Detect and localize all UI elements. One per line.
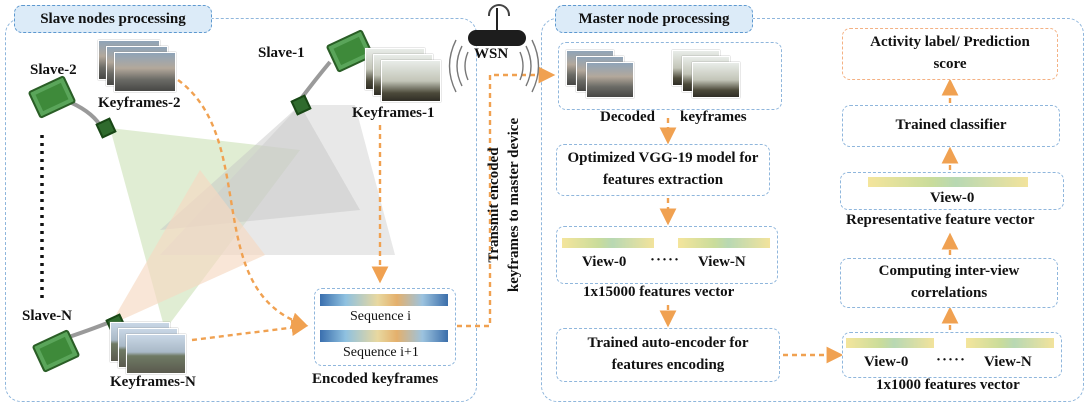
slave-1-label: Slave-1 bbox=[258, 45, 305, 61]
wsn-antenna-signal-icon bbox=[488, 4, 510, 16]
keyframes-n-image-3 bbox=[126, 334, 186, 374]
transmit-line-1: Transmit encoded bbox=[485, 147, 502, 263]
fov-orange bbox=[110, 170, 265, 325]
features-1000-view-0: View-0 bbox=[864, 354, 909, 370]
features-15000-view-n: View-N bbox=[698, 254, 746, 270]
vgg-box: Optimized VGG-19 model for features extr… bbox=[556, 144, 770, 196]
features-15000-box bbox=[556, 226, 778, 284]
slave-panel-title: Slave nodes processing bbox=[14, 5, 212, 33]
classifier-box: Trained classifier bbox=[842, 105, 1060, 147]
decoded-image-6 bbox=[692, 62, 740, 98]
features-15000-caption: 1x15000 features vector bbox=[583, 284, 735, 300]
keyframes-2-label: Keyframes-2 bbox=[98, 95, 181, 111]
arrow-keyframes2-to-encoded bbox=[177, 79, 309, 329]
arrow-keyframesN-to-encoded bbox=[191, 319, 309, 342]
sequence-i-bar bbox=[320, 294, 448, 306]
representative-view-0: View-0 bbox=[930, 190, 975, 206]
features-1000-bar-view-n bbox=[966, 338, 1054, 348]
wsn-antenna-icon bbox=[496, 8, 498, 32]
features-15000-bar-view-n bbox=[678, 238, 770, 248]
master-panel-title: Master node processing bbox=[555, 5, 753, 33]
correlation-box: Computing inter-view correlations bbox=[840, 258, 1058, 308]
features-1000-caption: 1x1000 features vector bbox=[876, 377, 1020, 393]
representative-caption: Representative feature vector bbox=[846, 212, 1035, 228]
slave-n-label: Slave-N bbox=[22, 308, 72, 324]
features-1000-ellipsis: ····· bbox=[936, 352, 967, 368]
slave-panel bbox=[5, 18, 477, 402]
output-box: Activity label/ Prediction score bbox=[842, 28, 1058, 80]
features-15000-ellipsis: ····· bbox=[650, 252, 681, 268]
encoded-keyframes-caption: Encoded keyframes bbox=[312, 371, 439, 387]
slave-2-label: Slave-2 bbox=[30, 62, 77, 78]
sequence-i1-bar bbox=[320, 330, 448, 342]
decoded-word-1: Decoded bbox=[600, 109, 655, 125]
sequence-i-label: Sequence i bbox=[350, 309, 412, 324]
features-15000-view-0: View-0 bbox=[582, 254, 627, 270]
wsn-label: WSN bbox=[474, 46, 509, 62]
autoencoder-box: Trained auto-encoder for features encodi… bbox=[556, 328, 780, 382]
keyframes-1-image-3 bbox=[381, 60, 441, 102]
representative-bar bbox=[868, 177, 1028, 187]
keyframes-n-label: Keyframes-N bbox=[110, 374, 196, 390]
keyframes-1-label: Keyframes-1 bbox=[352, 105, 435, 121]
sequence-i1-label: Sequence i+1 bbox=[343, 345, 419, 360]
decoded-image-3 bbox=[586, 62, 634, 98]
arrow-transmit bbox=[457, 66, 556, 328]
features-1000-bar-view-0 bbox=[846, 338, 934, 348]
signal-waves bbox=[448, 39, 540, 93]
transmit-line-2: keyframes to master device bbox=[506, 117, 522, 293]
master-panel bbox=[541, 18, 1084, 402]
features-1000-view-n: View-N bbox=[984, 354, 1032, 370]
features-15000-bar-view-0 bbox=[562, 238, 654, 248]
router-icon bbox=[468, 30, 526, 46]
decoded-word-2: keyframes bbox=[680, 109, 747, 125]
keyframes-2-image-3 bbox=[114, 52, 176, 92]
